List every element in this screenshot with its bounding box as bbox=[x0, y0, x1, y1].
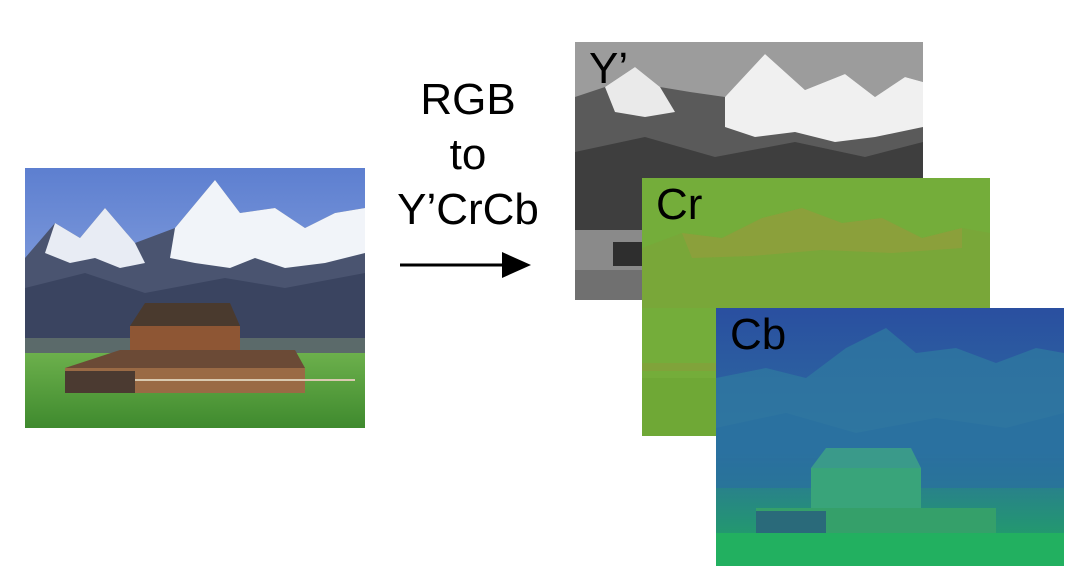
caption-line-ycrcb: Y’CrCb bbox=[397, 185, 539, 234]
arrow-right-icon bbox=[400, 252, 531, 278]
caption-line-to: to bbox=[449, 130, 487, 179]
cb-label: Cb bbox=[730, 310, 787, 359]
caption-line-rgb: RGB bbox=[420, 75, 516, 124]
source-rgb-photo bbox=[25, 168, 365, 428]
cr-label: Cr bbox=[656, 180, 703, 229]
cb-panel: Cb bbox=[716, 308, 1064, 566]
luma-label: Y’ bbox=[589, 44, 629, 93]
conversion-caption: RGB to Y’CrCb bbox=[368, 72, 568, 237]
